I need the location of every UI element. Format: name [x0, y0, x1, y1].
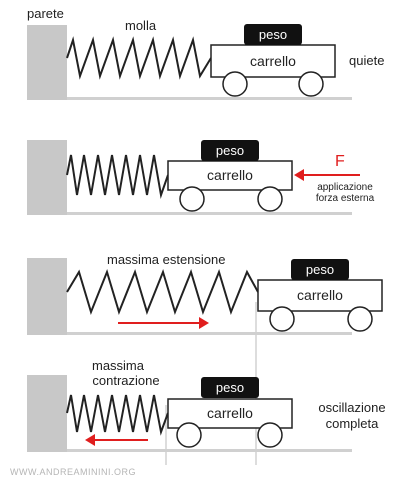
cart-label: carrello	[207, 167, 253, 183]
wheel	[269, 306, 295, 332]
contraction-arrow-head	[85, 434, 95, 446]
force-label: F	[335, 153, 345, 170]
ground	[67, 332, 352, 335]
panel-max-contraction: massima contrazione carrello peso oscill…	[27, 358, 386, 452]
ground	[67, 212, 352, 215]
full-oscillation-label: oscillazione	[318, 400, 385, 415]
spring	[66, 394, 169, 436]
weight-block	[291, 259, 349, 280]
panel-rest: parete molla carrello peso quiete	[27, 6, 384, 100]
wheel	[176, 422, 202, 448]
ground	[67, 449, 352, 452]
cart-label: carrello	[250, 53, 296, 69]
weight-label: peso	[216, 143, 244, 158]
cart	[167, 160, 293, 191]
spring	[66, 154, 169, 199]
cart-label: carrello	[297, 287, 343, 303]
spring	[66, 36, 212, 80]
wheel	[257, 422, 283, 448]
weight-block	[201, 140, 259, 161]
wheel	[347, 306, 373, 332]
wheel	[179, 186, 205, 212]
weight-block	[244, 24, 302, 45]
wall-label: parete	[27, 6, 64, 21]
wall	[27, 25, 67, 100]
weight-label: peso	[259, 27, 287, 42]
extension-arrow-head	[199, 317, 209, 329]
force-application-label: applicazione	[317, 182, 373, 193]
max-extension-label: massima estensione	[107, 252, 226, 267]
force-arrow-head	[294, 169, 304, 181]
force-application-label: forza esterna	[316, 193, 375, 204]
weight-block	[201, 377, 259, 398]
cart	[257, 279, 383, 312]
panel-external-force: carrello peso F applicazione forza ester…	[27, 140, 375, 215]
weight-label: peso	[306, 262, 334, 277]
spring	[66, 268, 259, 316]
watermark: WWW.ANDREAMININI.ORG	[10, 467, 136, 477]
rest-label: quiete	[349, 53, 384, 68]
cart	[210, 44, 336, 78]
wheel	[257, 186, 283, 212]
panel-max-extension: massima estensione carrello peso	[27, 252, 383, 335]
wheel	[298, 71, 324, 97]
wall	[27, 140, 67, 215]
wall	[27, 258, 67, 335]
wall	[27, 375, 67, 452]
wheel	[222, 71, 248, 97]
full-oscillation-label: completa	[326, 416, 380, 431]
weight-label: peso	[216, 380, 244, 395]
cart-label: carrello	[207, 405, 253, 421]
max-contraction-label: contrazione	[92, 373, 159, 388]
spring-label: molla	[125, 18, 157, 33]
max-contraction-label: massima	[92, 358, 145, 373]
ground	[67, 97, 352, 100]
